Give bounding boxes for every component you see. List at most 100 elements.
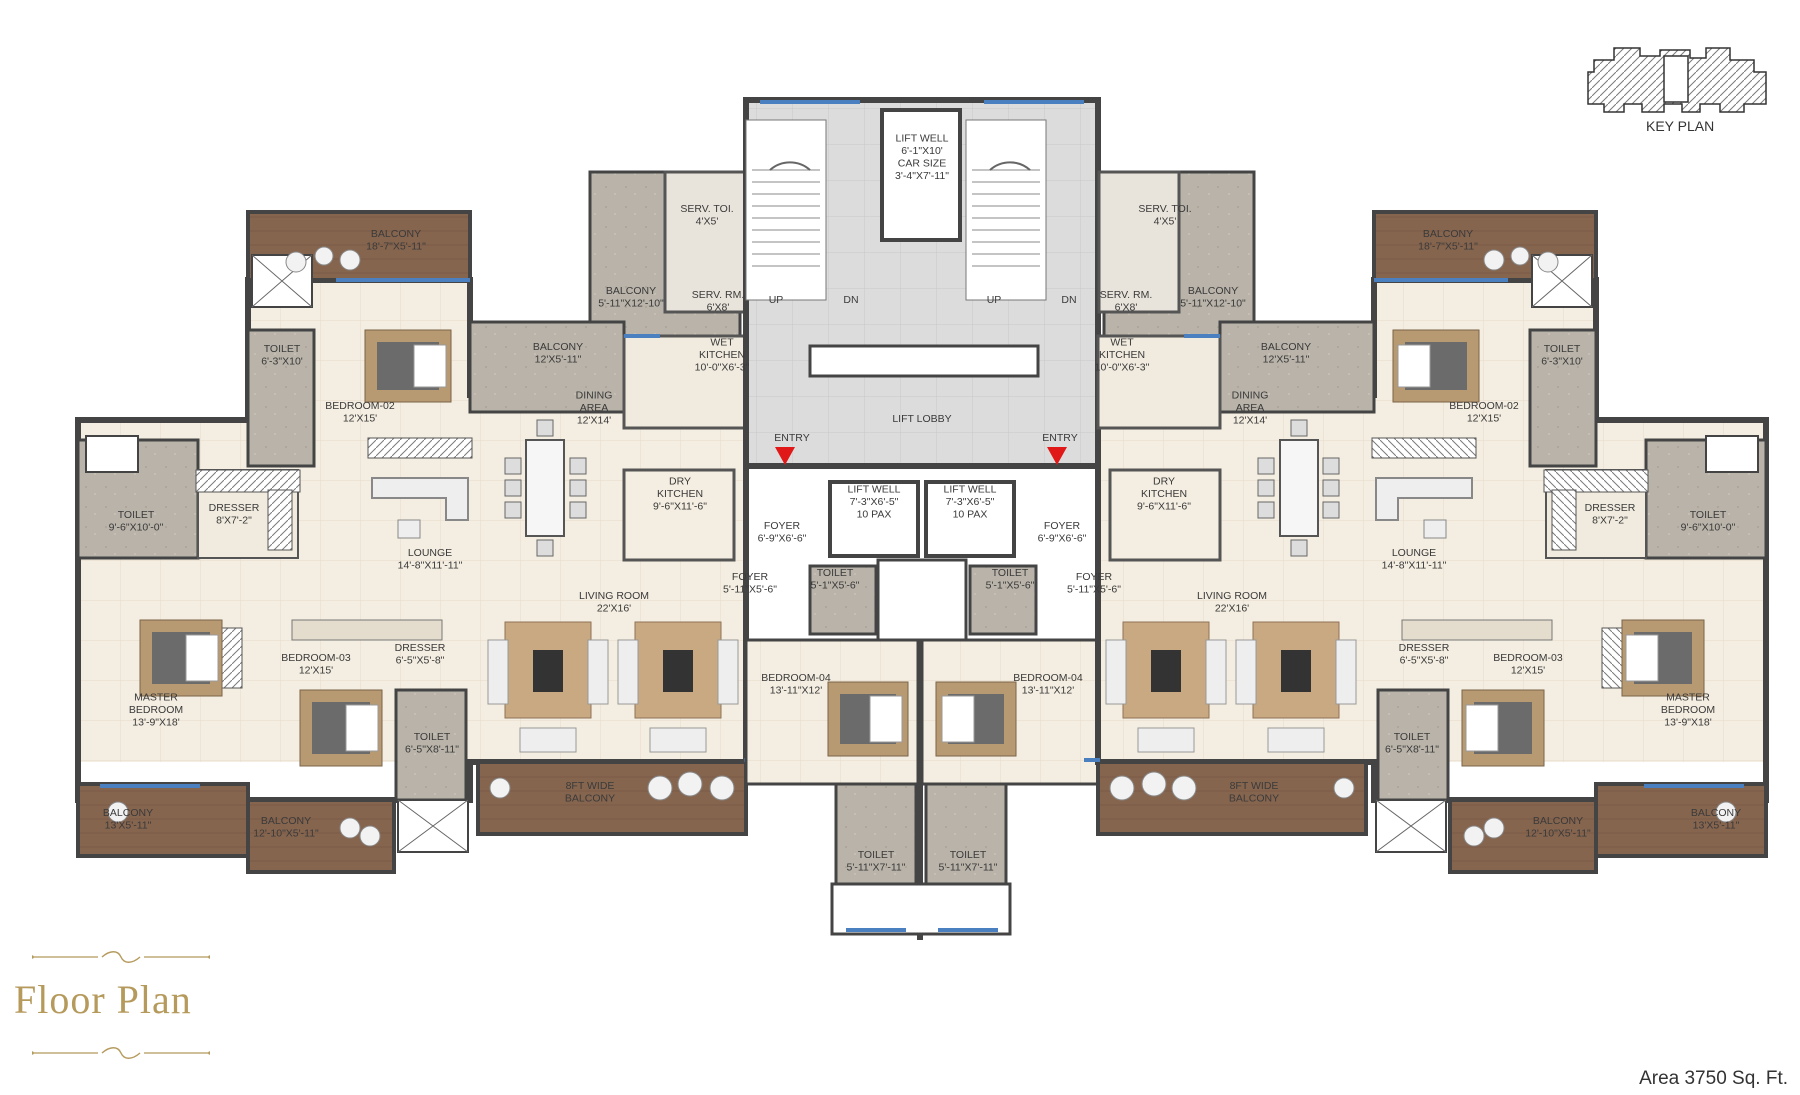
room-label-line: ENTRY [1042, 432, 1077, 444]
room-label-line: FOYER [732, 571, 769, 583]
room-label-line: BEDROOM [1661, 704, 1715, 716]
room-label-line: KITCHEN [1099, 349, 1145, 361]
room-label-line: DINING [1232, 390, 1269, 402]
room-label-line: TOILET [1690, 509, 1727, 521]
room-label-line: KITCHEN [657, 488, 703, 500]
area-label: Area 3750 Sq. Ft. [1639, 1068, 1788, 1089]
room-label-line: 7'-3"X6'-5" [850, 496, 899, 508]
room-label-line: 12'-10"X5'-11" [1525, 827, 1591, 839]
room-label-line: 5'-11"X5'-6" [1067, 583, 1121, 595]
key-plan-label: KEY PLAN [1646, 118, 1715, 134]
room-label-line: BEDROOM [129, 704, 183, 716]
room-label-line: TOILET [264, 343, 301, 355]
room-label-line: BEDROOM-04 [1013, 672, 1083, 684]
room-label-line: TOILET [414, 731, 451, 743]
room-label-line: 6'-3"X10' [1541, 355, 1583, 367]
room-label-line: BALCONY [1691, 807, 1741, 819]
room-label-line: LIFT WELL [848, 484, 901, 496]
room-label-line: 12'X15' [1511, 664, 1545, 676]
room-label-line: 7'-3"X6'-5" [946, 496, 995, 508]
room-label-line: BALCONY [371, 228, 421, 240]
room-label-line: FOYER [1076, 571, 1113, 583]
room-label-line: AREA [580, 402, 609, 414]
room-label-line: MASTER [134, 692, 178, 704]
room-label-line: 10'-0"X6'-3" [695, 362, 750, 374]
room-label-line: DRESSER [395, 642, 446, 654]
room-label-line: BALCONY [1533, 815, 1583, 827]
room-label-line: 10 PAX [953, 509, 988, 521]
room-label-line: TOILET [1544, 343, 1581, 355]
room-label-line: 12'X14' [577, 415, 611, 427]
room-label-line: 12'-10"X5'-11" [253, 827, 319, 839]
room-label-line: DN [843, 294, 858, 306]
ornament-top [32, 951, 210, 963]
room-label-serv-toi-r: SERV. TOI.4'X5' [1138, 203, 1191, 228]
room-label-line: 12'X15' [343, 412, 377, 424]
room-label-line: 13'-11"X12' [770, 684, 823, 696]
room-label-line: BEDROOM-02 [325, 400, 395, 412]
room-label-line: 22'X16' [1215, 602, 1249, 614]
room-label-dn-r: DN [1061, 294, 1076, 306]
room-label-line: 9'-6"X10'-0" [1681, 521, 1736, 533]
room-label-line: WET [1110, 337, 1134, 349]
room-label-line: 6'-5"X8'-11" [1385, 743, 1439, 755]
room-label-line: FOYER [764, 520, 801, 532]
room-label-line: 18'-7"X5'-11" [366, 240, 426, 252]
room-label-line: 5'-11"X7'-11" [939, 861, 998, 873]
room-label-line: 13'-11"X12' [1022, 684, 1075, 696]
room-label-line: BALCONY [1423, 228, 1473, 240]
room-label-line: 10'-0"X6'-3" [1095, 362, 1150, 374]
room-label-line: SERV. TOI. [680, 203, 733, 215]
room-label-line: 6'X8' [707, 301, 730, 313]
room-label-line: SERV. RM. [692, 289, 745, 301]
room-label-line: LIFT WELL [944, 484, 997, 496]
room-label-line: 8FT WIDE [566, 780, 615, 792]
room-label-line: BALCONY [533, 341, 583, 353]
room-label-line: AREA [1236, 402, 1265, 414]
room-label-line: WET [710, 337, 734, 349]
room-label-line: 14'-8"X11'-11" [1382, 559, 1447, 571]
room-label-line: 13'-9"X18' [1664, 717, 1711, 729]
room-label-line: BALCONY [261, 815, 311, 827]
room-label-line: 6'-5"X5'-8" [1400, 654, 1449, 666]
room-label-line: DN [1061, 294, 1076, 306]
room-label-line: BALCONY [606, 285, 656, 297]
room-label-line: FOYER [1044, 520, 1081, 532]
room-label-line: 8'X7'-2" [216, 514, 252, 526]
room-label-line: BEDROOM-04 [761, 672, 831, 684]
room-label-line: 6'-1"X10' [901, 145, 943, 157]
room-label-line: MASTER [1666, 692, 1710, 704]
room-label-serv-rm-l: SERV. RM.6'X8' [692, 289, 745, 314]
room-label-line: BALCONY [565, 792, 615, 804]
room-label-line: 3'-4"X7'-11" [895, 170, 949, 182]
room-label-line: 4'X5' [696, 215, 719, 227]
room-label-line: 12'X14' [1233, 415, 1267, 427]
room-label-line: KITCHEN [699, 349, 745, 361]
